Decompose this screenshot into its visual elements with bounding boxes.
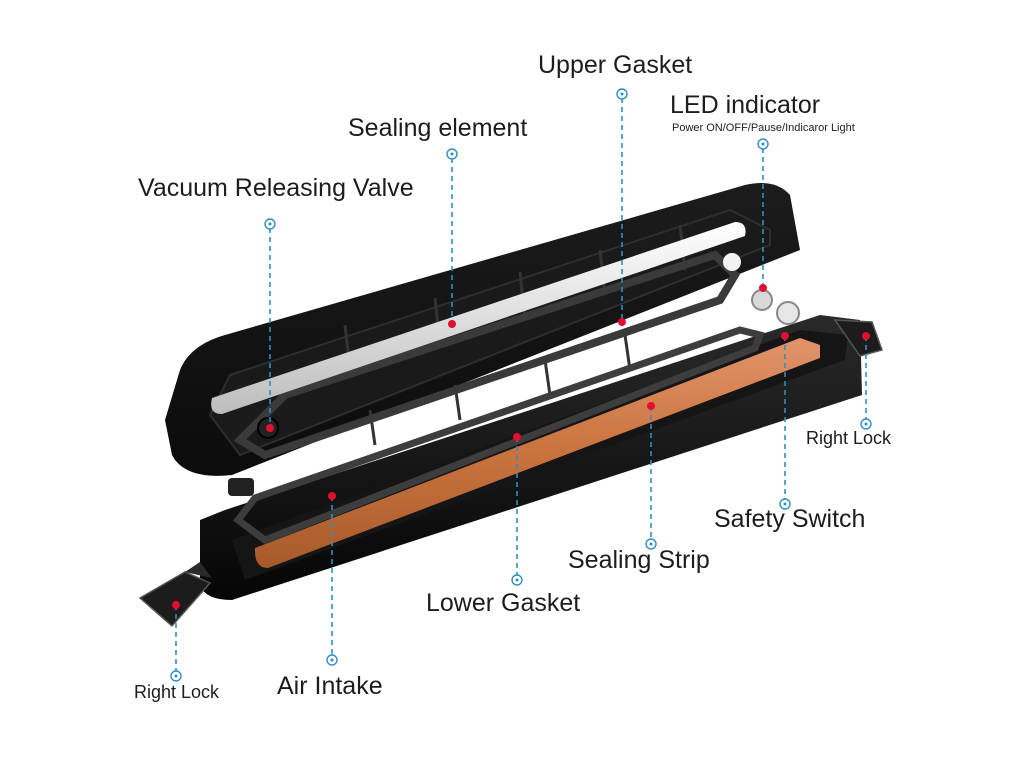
label-sealing-strip: Sealing Strip (568, 546, 710, 574)
label-right-lock-left: Right Lock (134, 682, 220, 702)
air-intake-point (328, 492, 336, 500)
safety-switch-point (781, 332, 789, 340)
upper-gasket-point (618, 318, 626, 326)
label-lower-gasket: Lower Gasket (426, 589, 581, 617)
label-led-indicator: LED indicator (670, 91, 821, 119)
base (138, 289, 883, 628)
right-lock-right-point (862, 332, 870, 340)
label-air-intake: Air Intake (277, 672, 383, 700)
vacuum-valve-point (266, 424, 274, 432)
lower-gasket-point (513, 433, 521, 441)
label-right-lock-right: Right Lock (806, 428, 892, 448)
leaders (170, 88, 872, 682)
led-indicator-point (759, 284, 767, 292)
label-sealing-element: Sealing element (348, 114, 528, 142)
label-safety-switch: Safety Switch (714, 505, 866, 533)
right-lock-left-point (172, 601, 180, 609)
sealing-element-point (448, 320, 456, 328)
lid (165, 182, 800, 476)
label-led-indicator-sub: Power ON/OFF/Pause/Indicaror Light (672, 122, 855, 134)
sealing-strip-point (647, 402, 655, 410)
label-upper-gasket: Upper Gasket (538, 51, 693, 79)
label-vacuum-releasing-valve: Vacuum Releasing Valve (138, 174, 414, 202)
